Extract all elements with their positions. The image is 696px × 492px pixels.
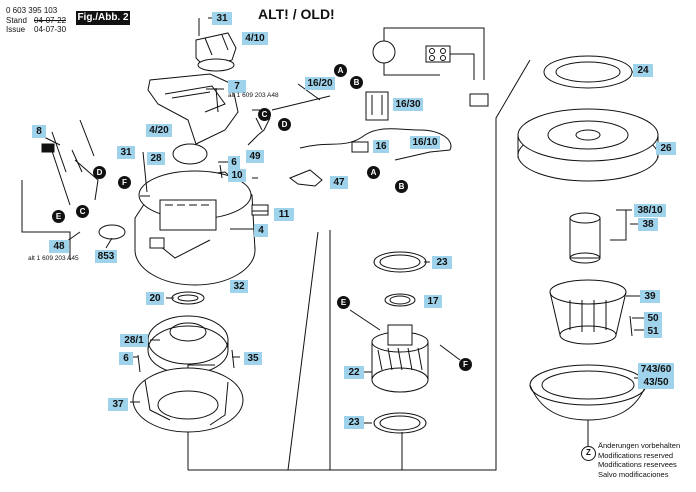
callout-51: 51 <box>644 325 662 338</box>
callout-853: 853 <box>95 250 117 263</box>
callout-16-30: 16/30 <box>393 98 423 111</box>
callout-31-top: 31 <box>212 12 232 25</box>
base-ring-37 <box>132 367 244 433</box>
bracket-38 <box>610 209 627 241</box>
callout-24: 24 <box>633 64 653 77</box>
switch-49 <box>247 117 271 146</box>
callout-16-20: 16/20 <box>305 77 335 90</box>
diagram-title: ALT! / OLD! <box>258 6 335 22</box>
power-cord <box>299 128 452 161</box>
callout-32: 32 <box>230 280 248 293</box>
marker-c-left: C <box>76 205 89 218</box>
wiring-harness-left <box>21 119 99 260</box>
marker-d-top: D <box>278 118 291 131</box>
seal-23-top <box>373 251 427 273</box>
alt-note-a45: alt 1 609 203 A45 <box>28 255 79 262</box>
callout-20: 20 <box>146 292 164 305</box>
stand-old-date: 04-07-22 <box>34 16 67 25</box>
ring-24 <box>543 55 633 89</box>
callout-28: 28 <box>147 152 165 165</box>
callout-28-1: 28/1 <box>120 334 148 347</box>
callout-47: 47 <box>330 176 348 189</box>
marker-d-left: D <box>93 166 106 179</box>
note-line: Modifications reservees <box>598 460 677 469</box>
issue-label: Issue <box>6 25 26 34</box>
issue-date: 04-07-30 <box>34 25 67 34</box>
seal-17 <box>384 293 416 307</box>
callout-23-bottom: 23 <box>344 416 364 429</box>
note-line: Salvo modificaciones <box>598 469 669 479</box>
callout-23-top: 23 <box>432 256 452 269</box>
spindle <box>271 95 331 111</box>
left-bracket-line <box>187 364 215 470</box>
marker-e-mid: E <box>337 296 350 309</box>
callout-43-50: 43/50 <box>638 376 674 389</box>
callout-10: 10 <box>228 169 246 182</box>
callout-17: 17 <box>424 295 442 308</box>
clip-47 <box>288 169 323 187</box>
part-number: 0 603 395 103 <box>6 6 58 15</box>
marker-z: Z <box>581 446 596 461</box>
figure-label: Fig./Abb. 2 <box>76 11 130 25</box>
callout-4: 4 <box>254 224 268 237</box>
marker-b-mid: B <box>395 180 408 193</box>
marker-c-top: C <box>258 108 271 121</box>
callout-38-10: 38/10 <box>634 204 666 217</box>
wiring-schematic <box>372 27 489 107</box>
callout-31-side: 31 <box>117 146 135 159</box>
callout-8: 8 <box>32 125 46 138</box>
motor-housing <box>134 170 256 286</box>
switch-16-30 <box>365 91 389 121</box>
ring-853 <box>98 224 126 240</box>
marker-f-left: F <box>118 176 131 189</box>
bottom-bracket-line <box>188 432 403 471</box>
callout-38: 38 <box>638 218 658 231</box>
callout-22: 22 <box>344 366 364 379</box>
callout-49: 49 <box>246 150 264 163</box>
housing-26 <box>517 108 659 182</box>
filter-38 <box>569 212 601 264</box>
right-bracket-line <box>401 59 531 471</box>
callout-48: 48 <box>49 240 69 253</box>
note-line: Modifications reserved <box>598 450 674 460</box>
callout-16-10: 16/10 <box>410 136 440 149</box>
callout-4-20: 4/20 <box>146 124 172 137</box>
marker-f-mid: F <box>459 358 472 371</box>
callout-35: 35 <box>244 352 262 365</box>
callout-743-60: 743/60 <box>638 363 674 376</box>
filter-holder-39 <box>549 279 627 345</box>
callout-16: 16 <box>373 140 389 153</box>
middle-bracket-line <box>188 231 319 471</box>
motor-22 <box>371 324 429 393</box>
callout-6-bottom: 6 <box>119 352 133 365</box>
filter-disc-28 <box>172 143 208 165</box>
stand-label: Stand <box>6 16 27 25</box>
wire-leads <box>349 309 461 361</box>
callout-7: 7 <box>228 80 246 93</box>
cap-part <box>195 32 237 72</box>
callout-26: 26 <box>656 142 676 155</box>
callout-37: 37 <box>108 398 128 411</box>
marker-a-top: A <box>334 64 347 77</box>
seal-23-bottom <box>373 412 427 434</box>
callout-4-10: 4/10 <box>242 32 268 45</box>
plate-11 <box>251 204 269 216</box>
callout-39: 39 <box>640 290 660 303</box>
handle-part <box>147 73 239 145</box>
modification-notes: Änderungen vorbehalten Modifications res… <box>598 441 680 479</box>
note-line: Änderungen vorbehalten <box>598 441 681 450</box>
callout-11: 11 <box>274 208 294 221</box>
alt-note-a48: alt 1 609 203 A48 <box>228 92 279 99</box>
callout-6-top: 6 <box>228 156 240 169</box>
marker-b-top: B <box>350 76 363 89</box>
bowl-43-50 <box>529 364 647 421</box>
marker-a-mid: A <box>367 166 380 179</box>
callout-50: 50 <box>644 312 662 325</box>
marker-e-left: E <box>52 210 65 223</box>
